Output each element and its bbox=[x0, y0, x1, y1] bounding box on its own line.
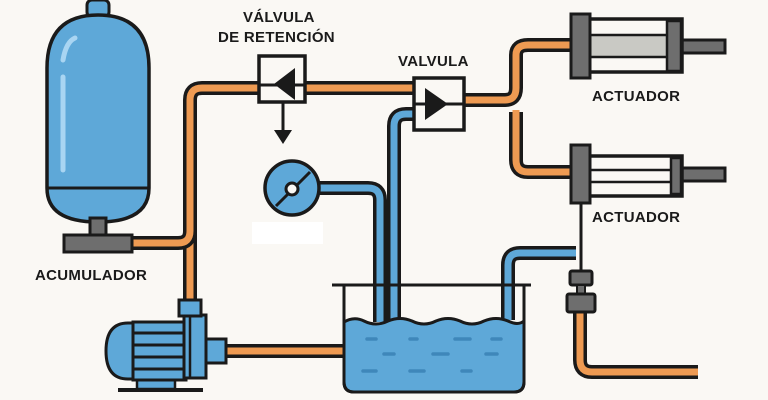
pump-inlet-coupling bbox=[177, 298, 203, 318]
actuator-1[interactable] bbox=[569, 12, 727, 80]
coupling-top bbox=[568, 269, 594, 287]
pump-housing bbox=[182, 313, 208, 380]
actuator-2-rod bbox=[678, 166, 727, 183]
arrow-down-icon bbox=[274, 130, 292, 144]
water-ripples bbox=[361, 337, 503, 373]
accumulator[interactable] bbox=[45, 0, 151, 254]
actuator-1-rod bbox=[678, 38, 727, 55]
fluid-line-gauge-to-tank bbox=[318, 181, 387, 322]
actuator-1-endcap bbox=[569, 12, 592, 80]
blank-label-box bbox=[252, 222, 323, 244]
valve-arrow-right-icon bbox=[425, 88, 448, 120]
check-valve[interactable] bbox=[257, 54, 307, 144]
actuator-2-endcap bbox=[569, 143, 592, 205]
pressure-lines bbox=[132, 38, 698, 379]
actuator-1-piston bbox=[665, 19, 683, 73]
actuator-2-cylinder bbox=[584, 154, 684, 198]
check-valve-label-line1: VÁLVULA bbox=[243, 9, 315, 26]
motor-body bbox=[131, 320, 188, 382]
actuator-2-piston bbox=[669, 156, 683, 196]
pump-motor[interactable] bbox=[104, 298, 228, 392]
motor-endcap bbox=[104, 321, 136, 381]
inline-coupling[interactable] bbox=[565, 269, 597, 314]
accumulator-base bbox=[62, 233, 134, 254]
reservoir-tank[interactable] bbox=[332, 283, 531, 394]
drain-line bbox=[573, 312, 698, 379]
accumulator-stem bbox=[88, 216, 108, 238]
actuator-1-label: ACTUADOR bbox=[592, 88, 680, 105]
accumulator-label: ACUMULADOR bbox=[35, 267, 147, 284]
accumulator-body bbox=[45, 13, 151, 224]
accumulator-highlight bbox=[60, 35, 78, 63]
pressure-line-pump-to-check-valve bbox=[183, 81, 258, 300]
tank-walls bbox=[342, 285, 526, 394]
check-valve-label-line2: DE RETENCIÓN bbox=[218, 28, 335, 46]
directional-valve[interactable] bbox=[412, 76, 466, 132]
pressure-gauge[interactable] bbox=[263, 159, 321, 217]
check-valve-arrow-left-icon bbox=[274, 68, 295, 100]
actuator-2-label: ACTUADOR bbox=[592, 209, 680, 226]
fluid-lines bbox=[318, 107, 576, 322]
coupling-bottom bbox=[565, 292, 597, 314]
actuator-2[interactable] bbox=[569, 143, 727, 205]
valve-label: VALVULA bbox=[398, 53, 469, 70]
pump-outlet bbox=[204, 337, 228, 365]
actuator-1-chamber bbox=[586, 33, 670, 59]
